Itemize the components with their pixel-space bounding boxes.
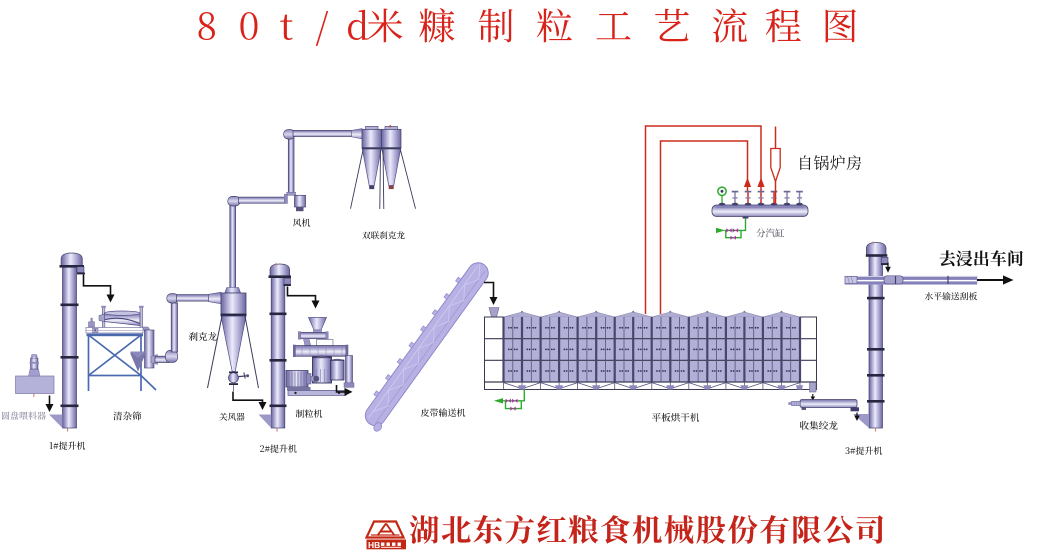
svg-text:HB: HB xyxy=(368,540,380,550)
